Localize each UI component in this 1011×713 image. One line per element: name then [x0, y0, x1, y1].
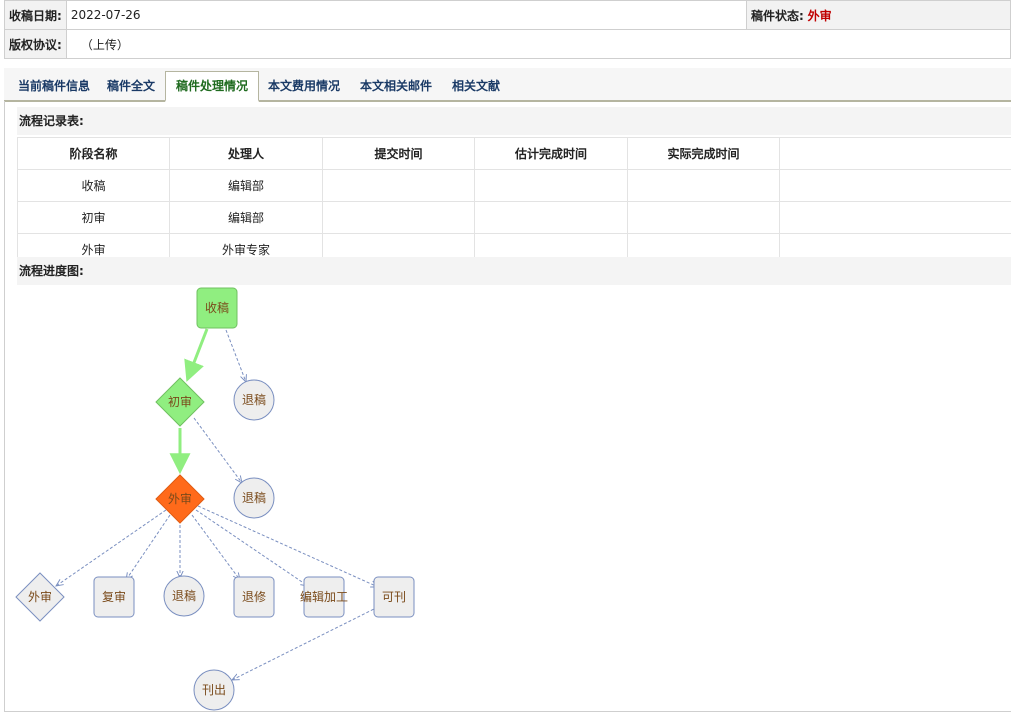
stage-name-cell: 收稿: [17, 169, 170, 202]
column-header: [779, 137, 1011, 170]
actual-time-cell: [627, 201, 780, 234]
column-header: 阶段名称: [17, 137, 170, 170]
copyright-label: 版权协议:: [4, 29, 67, 59]
tab-related-literature[interactable]: 相关文献: [451, 79, 500, 93]
status-label: 稿件状态:: [751, 8, 804, 23]
tab-related-emails[interactable]: 本文相关邮件: [359, 79, 432, 93]
submit-time-cell: [322, 201, 475, 234]
actual-time-cell: [627, 169, 780, 202]
stage-name-cell: 初审: [17, 201, 170, 234]
status-value: 外审: [807, 8, 832, 23]
table-row: 收稿 编辑部: [17, 169, 1011, 202]
flow-record-table: 阶段名称 处理人 提交时间 估计完成时间 实际完成时间 收稿 编辑部 初审 编辑…: [17, 137, 1011, 266]
column-header: 估计完成时间: [474, 137, 628, 170]
table-row: 初审 编辑部: [17, 201, 1011, 234]
tab-processing-status[interactable]: 稿件处理情况: [165, 71, 259, 102]
submit-time-cell: [322, 169, 475, 202]
flow-chart-heading: 流程进度图:: [17, 257, 1011, 285]
tab-bar: 当前稿件信息 稿件全文 稿件处理情况 本文费用情况 本文相关邮件 相关文献: [4, 68, 1011, 102]
handler-cell: 编辑部: [169, 201, 323, 234]
extra-cell: [779, 201, 1011, 234]
flow-record-heading: 流程记录表:: [17, 107, 1011, 135]
manuscript-info-table: 收稿日期: 2022-07-26 稿件状态: 外审 版权协议: （上传）: [4, 0, 1011, 59]
column-header: 处理人: [169, 137, 323, 170]
column-header: 实际完成时间: [627, 137, 780, 170]
table-header-row: 阶段名称 处理人 提交时间 估计完成时间 实际完成时间: [17, 137, 1011, 170]
received-date-value: 2022-07-26: [65, 0, 748, 30]
estimated-time-cell: [474, 201, 628, 234]
handler-cell: 编辑部: [169, 169, 323, 202]
column-header: 提交时间: [322, 137, 475, 170]
processing-panel: 流程记录表: 阶段名称 处理人 提交时间 估计完成时间 实际完成时间 收稿 编辑…: [4, 101, 1011, 712]
extra-cell: [779, 169, 1011, 202]
received-date-label: 收稿日期:: [4, 0, 67, 30]
tab-fees[interactable]: 本文费用情况: [267, 79, 340, 93]
tab-current-info[interactable]: 当前稿件信息: [17, 79, 90, 93]
tab-full-text[interactable]: 稿件全文: [106, 79, 155, 93]
estimated-time-cell: [474, 169, 628, 202]
status-cell: 稿件状态: 外审: [746, 0, 1011, 30]
copyright-value: （上传）: [65, 29, 1011, 59]
